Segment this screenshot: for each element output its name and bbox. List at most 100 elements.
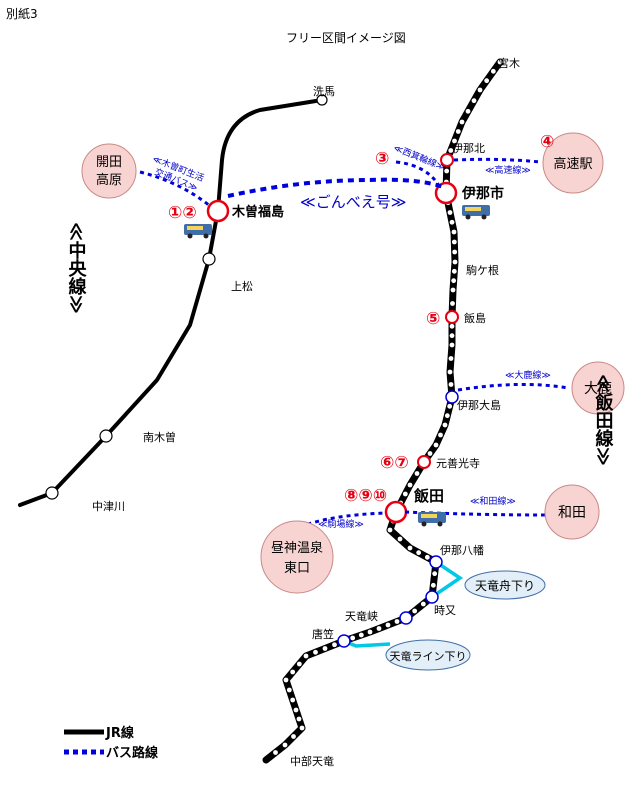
iida-line-bead (449, 342, 455, 348)
marker-6-7: ⑥⑦ (380, 453, 409, 473)
station-inayawata-label: 伊那八幡 (440, 543, 484, 557)
iida-line-bead (484, 78, 490, 84)
map-title: フリー区間イメージ図 (286, 31, 406, 45)
bus-route-kosoku (453, 157, 541, 164)
iida-line-bead (455, 129, 461, 134)
ojika-bus-label: ≪大鹿線≫ (505, 369, 551, 381)
iida-line-bead (296, 661, 302, 667)
legend-bus-label: バス路線 (106, 745, 159, 761)
iida-line-bead (283, 677, 289, 683)
iida-line-bead (451, 278, 457, 284)
station-komagane-label: 駒ケ根 (466, 263, 499, 277)
iida-line-bead (447, 210, 453, 215)
svg-text:開田: 開田 (96, 155, 122, 170)
iida-line-bead (447, 403, 453, 409)
iida-line-bead (407, 482, 413, 488)
gonbee-bus-label: ≪ごんべえ号≫ (300, 193, 406, 211)
station-inaoshima-dot (445, 390, 459, 404)
iida-line-bead (442, 422, 448, 428)
iida-line-bead (444, 168, 450, 174)
destination-hirugami-higashiguchi: 昼神温泉 東口 (260, 520, 334, 594)
sheet-label: 別紙3 (6, 6, 38, 21)
svg-text:天竜ライン下り: 天竜ライン下り (390, 649, 467, 663)
iida-line-bead (332, 642, 337, 648)
iida-line-bead (451, 239, 457, 245)
iida-line-bead (350, 635, 356, 641)
iida-line-bead (282, 742, 288, 748)
iida-line-bead (286, 687, 292, 693)
svg-text:高速駅: 高速駅 (553, 156, 592, 172)
kiso-town-bus-label: ≪木曽町生活 交通バス≫ (151, 153, 206, 194)
destination-ojika: 大鹿 (571, 361, 625, 415)
legend-jr-label: JR線 (105, 725, 135, 741)
iida-line-bead (448, 356, 454, 361)
jr-chuo-line (18, 98, 324, 507)
iida-line-bead (416, 550, 422, 556)
station-inahoku-dot (440, 153, 454, 167)
iida-line-bead (407, 545, 413, 551)
station-motozenkoji-label: 元善光寺 (436, 456, 480, 470)
destination-kaida-kogen: 開田 高原 (81, 143, 137, 199)
svg-text:天竜舟下り: 天竜舟下り (475, 579, 535, 593)
marker-8-9-10: ⑧⑨⑩ (344, 486, 387, 506)
station-agematsu-label: 上松 (231, 279, 253, 293)
svg-text:高原: 高原 (96, 172, 122, 188)
iida-line-bead (367, 629, 373, 635)
iida-line-bead (452, 259, 458, 265)
iida-line-bead (322, 646, 328, 651)
svg-text:和田: 和田 (558, 505, 586, 521)
station-karakasa-dot (337, 634, 351, 648)
station-tokimata-label: 時又 (434, 604, 456, 617)
bus-route-gonbee (227, 177, 447, 198)
iida-line-bead (402, 491, 408, 497)
iida-line-bead (465, 108, 471, 114)
station-inayawata-dot (429, 555, 443, 569)
chuo-line-label: ≪中央線≫ (66, 222, 87, 314)
station-miyaki-label: 宮木 (498, 56, 520, 70)
iida-line-bead (420, 601, 426, 607)
station-inaoshima-label: 伊那大島 (457, 398, 501, 412)
iida-line-bead (414, 471, 420, 476)
iida-line-bead (358, 632, 364, 638)
svg-text:昼神温泉: 昼神温泉 (271, 540, 323, 556)
iida-line-bead (387, 527, 393, 533)
tenryu-funekudari-route (431, 560, 464, 599)
iida-line-bead (447, 369, 453, 375)
iida-line-bead (385, 622, 391, 628)
station-agematsu-dot (202, 252, 216, 266)
destination-kosoku-eki: 高速駅 (542, 132, 604, 194)
iida-line-bead (427, 451, 433, 456)
station-minamikiso-dot (99, 429, 113, 443)
wada-bus-label: ≪和田線≫ (470, 495, 516, 507)
iida-line-bead (293, 707, 299, 713)
station-nakatsugawa-label: 中津川 (92, 500, 125, 513)
station-tenryukyo-dot (399, 611, 413, 625)
bus-icon (418, 512, 446, 527)
iida-line-bead (448, 382, 454, 387)
kosoku-bus-label: ≪高速線≫ (485, 164, 531, 176)
station-iida-label: 飯田 (413, 487, 444, 505)
iida-line-bead (490, 68, 496, 74)
iida-line-bead (313, 649, 318, 655)
station-minamikiso-label: 南木曽 (143, 430, 176, 444)
station-kisofukushima-dot (206, 199, 230, 223)
iida-line-bead (290, 669, 296, 675)
marker-1-2: ①② (168, 203, 197, 223)
marker-3: ③ (375, 149, 389, 169)
iida-line-bead (430, 582, 436, 588)
bus-icon (462, 205, 490, 220)
iida-line-bead (397, 536, 403, 542)
bus-icon (184, 224, 212, 239)
boat-tenryu-line-kudari: 天竜ライン下り (385, 639, 471, 671)
bus-route-ojika (457, 382, 569, 392)
iida-line-bead (451, 268, 457, 274)
iida-line-bead (299, 725, 305, 731)
marker-4: ④ (540, 132, 554, 152)
station-senba-dot (316, 94, 328, 106)
iida-line-bead (452, 138, 457, 144)
station-karakasa-label: 唐笠 (312, 627, 334, 641)
iida-line-bead (450, 287, 456, 293)
station-tenryukyo-label: 天竜峡 (345, 609, 378, 623)
iida-line-bead (291, 734, 296, 739)
station-senba-label: 洗馬 (313, 85, 335, 98)
